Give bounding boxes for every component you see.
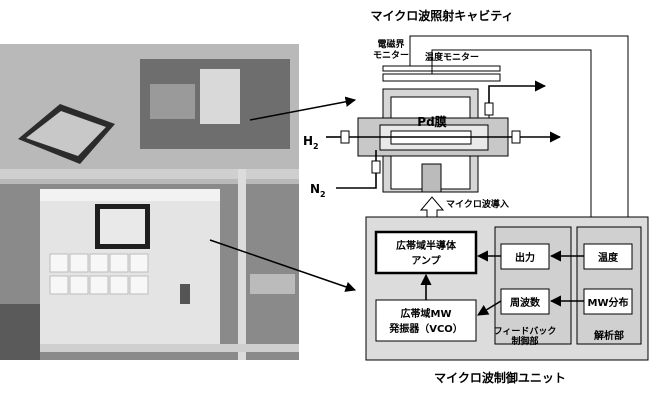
n2-label: N2	[310, 182, 326, 199]
mw-distribution-label: MW分布	[588, 296, 629, 309]
amplifier-label-line2: アンプ	[411, 254, 441, 267]
mw-inlet-label: マイクロ波導入	[446, 198, 509, 210]
n2-inlet-fitting	[372, 161, 380, 173]
amplifier-label-line1: 広帯域半導体	[396, 239, 457, 252]
output-label: 出力	[515, 251, 535, 264]
vco-label-line2: 発振器（VCO）	[388, 322, 463, 335]
vco-label-line1: 広帯域MW	[401, 307, 452, 320]
feedback-label-line2: 制御部	[511, 335, 538, 347]
em-monitor-plate	[383, 66, 500, 71]
h2-label: H2	[303, 134, 319, 151]
permeate-fitting	[485, 103, 493, 115]
permeate-arrow	[489, 86, 545, 103]
frequency-label: 周波数	[510, 296, 541, 309]
feedback-label-line1: フィードバック	[494, 326, 557, 337]
mw-waveguide	[422, 164, 441, 192]
temp-monitor-plate	[383, 74, 500, 81]
temp-monitor-label: 温度モニター	[425, 51, 479, 63]
n2-arrow	[336, 173, 376, 188]
em-monitor-label-line1: 電磁界	[377, 38, 404, 50]
h2-inlet-fitting	[341, 131, 349, 143]
photo-to-unit-arrow	[210, 240, 355, 290]
photo-to-cavity-arrow	[250, 100, 355, 120]
pd-membrane-label: Pd膜	[417, 114, 446, 129]
temperature-label: 温度	[598, 251, 619, 264]
cavity-title: マイクロ波照射キャビティ	[370, 8, 513, 23]
control-unit-title: マイクロ波制御ユニット	[434, 370, 566, 385]
em-monitor-label-line2: モニター	[373, 49, 409, 61]
outlet-fitting	[512, 131, 520, 143]
analysis-label: 解析部	[594, 329, 624, 342]
